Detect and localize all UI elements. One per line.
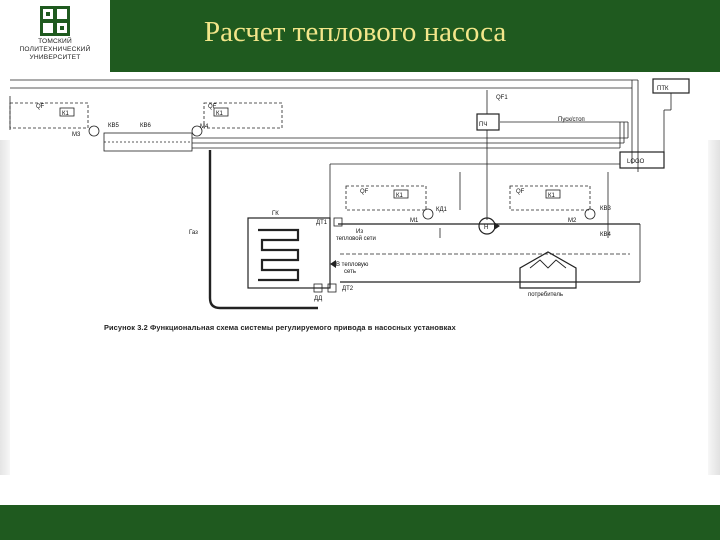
tpu-logo-icon	[40, 6, 70, 36]
label-dd: ДД	[314, 296, 322, 302]
label-k1-c: К1	[396, 193, 403, 199]
label-m1: М1	[410, 218, 419, 224]
label-m2: М2	[568, 218, 577, 224]
figure-caption: Рисунок 3.2 Функциональная схема системы…	[104, 323, 456, 332]
sensor-dd	[313, 283, 323, 293]
relay-k1-a	[59, 107, 75, 117]
relay-k1-c	[393, 189, 409, 199]
logo-controller-box	[619, 151, 665, 169]
gas-boiler-gk	[247, 217, 331, 289]
label-pusk-stop: Пуск/стоп	[558, 117, 585, 123]
right-edge-shadow	[708, 140, 720, 475]
label-from-net-1: Из	[356, 229, 363, 235]
switch-block-2	[203, 102, 283, 129]
label-to-net-2: сеть	[344, 269, 356, 275]
slide-title: Расчет теплового насоса	[204, 16, 507, 48]
consumer-building	[519, 251, 577, 289]
label-pch: ПЧ	[479, 122, 487, 128]
label-qf-b: QF	[208, 104, 217, 110]
label-to-net-1: В тепловую	[336, 262, 369, 268]
motor-m1	[422, 208, 434, 220]
logo-line-2: ПОЛИТЕХНИЧЕСКИЙ	[19, 46, 91, 53]
label-kv4: КВ4	[600, 232, 611, 238]
label-n-pump: Н	[484, 225, 488, 231]
label-k1-a: К1	[62, 111, 69, 117]
sensor-dt1	[333, 217, 343, 227]
label-k1-b: К1	[216, 111, 223, 117]
boiler-heat-exchanger	[258, 228, 300, 282]
label-kv6: КВ6	[140, 123, 151, 129]
label-qf-d: QF	[516, 189, 525, 195]
label-dt1: ДТ1	[316, 220, 328, 226]
label-kv5: КВ5	[108, 123, 119, 129]
gas-pipe	[208, 150, 318, 310]
functional-diagram: ПТК QF1 ПЧ Пуск/стоп LOGO Газ ГК ДТ1 QF …	[9, 78, 690, 310]
switch-block-3	[345, 185, 427, 211]
label-m4: М4	[200, 124, 209, 130]
switch-block-4	[509, 185, 591, 211]
frequency-converter-box	[476, 113, 500, 131]
label-kd1: КД1	[436, 207, 448, 213]
switch-block-1	[9, 102, 89, 129]
label-dt2: ДТ2	[342, 286, 354, 292]
label-m3: М3	[72, 132, 81, 138]
relay-k1-d	[545, 189, 561, 199]
motor-m3	[88, 125, 100, 137]
label-ptk: ПТК	[657, 86, 669, 92]
label-from-net-2: тепловой сети	[336, 235, 376, 242]
university-logo: ТОМСКИЙ ПОЛИТЕХНИЧЕСКИЙ УНИВЕРСИТЕТ	[0, 0, 110, 72]
logo-caption: ТОМСКИЙ ПОЛИТЕХНИЧЕСКИЙ УНИВЕРСИТЕТ	[4, 38, 106, 62]
header-bar: ТОМСКИЙ ПОЛИТЕХНИЧЕСКИЙ УНИВЕРСИТЕТ Расч…	[0, 0, 720, 72]
label-kv3: КВ3	[600, 206, 611, 212]
left-edge-shadow	[0, 140, 10, 475]
label-k1-d: К1	[548, 193, 555, 199]
label-gaz: Газ	[189, 230, 198, 236]
sensor-dt2	[327, 283, 337, 293]
label-consumer: потребитель	[528, 292, 563, 298]
motor-m2	[584, 208, 596, 220]
logo-line-1: ТОМСКИЙ	[38, 38, 72, 45]
motor-top-right	[191, 125, 203, 137]
label-qf1: QF1	[496, 95, 508, 101]
label-qf-c: QF	[360, 189, 369, 195]
label-qf-a: QF	[36, 104, 45, 110]
label-logo: LOGO	[627, 159, 645, 165]
footer-bar	[0, 505, 720, 540]
logo-line-3: УНИВЕРСИТЕТ	[29, 54, 81, 61]
label-gk: ГК	[272, 211, 279, 217]
relay-k1-b	[213, 107, 229, 117]
